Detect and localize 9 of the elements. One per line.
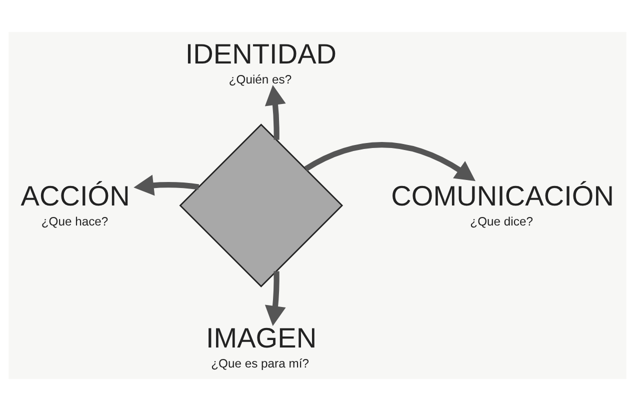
node-text: COMUNICACIÓN ¿Que dice? — [391, 180, 614, 229]
node-diamond — [179, 124, 344, 288]
node-text: IMAGEN ¿Que es para mí? — [206, 322, 317, 371]
node-text: IDENTIDAD ¿Quién es? — [185, 38, 337, 86]
node-text: ACCIÓN ¿Que hace? — [20, 180, 130, 229]
arrow — [304, 142, 476, 182]
arrow — [264, 85, 286, 140]
arrow — [264, 271, 286, 326]
arrow — [134, 174, 200, 196]
